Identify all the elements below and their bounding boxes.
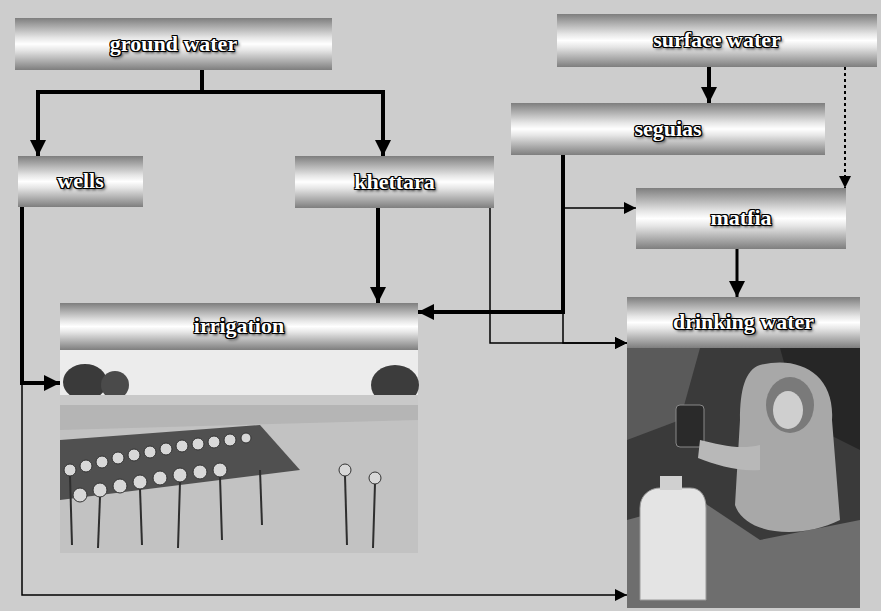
process-box: seguias bbox=[511, 103, 825, 155]
flow-arrow bbox=[707, 67, 711, 103]
label-band: irrigation bbox=[60, 303, 418, 350]
drinking-water-photo bbox=[627, 348, 860, 608]
node-label: irrigation bbox=[194, 314, 284, 338]
node-label: surface water bbox=[653, 28, 781, 52]
node-label: wells bbox=[57, 169, 103, 193]
node-label: seguias bbox=[634, 117, 701, 141]
flow-arrow bbox=[376, 208, 380, 303]
flow-arrow bbox=[38, 70, 202, 156]
label-band: wells bbox=[18, 156, 143, 207]
label-band: ground water bbox=[15, 18, 332, 70]
label-band: seguias bbox=[511, 103, 825, 155]
node-label: ground water bbox=[110, 32, 237, 56]
node-label: khettara bbox=[354, 170, 435, 194]
label-band: khettara bbox=[295, 156, 494, 208]
picture-box: drinking water bbox=[627, 297, 860, 608]
node-label: matfia bbox=[710, 206, 771, 230]
process-box: ground water bbox=[15, 18, 332, 70]
flow-arrow bbox=[736, 249, 739, 297]
flow-arrow bbox=[22, 207, 60, 383]
label-band: surface water bbox=[557, 14, 877, 67]
flow-arrow bbox=[844, 67, 846, 188]
node-label: drinking water bbox=[673, 310, 814, 334]
process-box: wells bbox=[18, 156, 143, 207]
process-box: surface water bbox=[557, 14, 877, 67]
irrigation-photo bbox=[60, 350, 419, 553]
flow-arrow bbox=[563, 155, 636, 208]
flow-arrow bbox=[490, 208, 627, 343]
process-box: matfia bbox=[636, 188, 846, 249]
process-box: khettara bbox=[295, 156, 494, 208]
flow-arrow bbox=[202, 70, 383, 156]
flow-arrow bbox=[563, 155, 627, 343]
label-band: drinking water bbox=[627, 297, 860, 348]
flow-arrow bbox=[22, 207, 627, 595]
picture-box: irrigation bbox=[60, 303, 418, 553]
label-band: matfia bbox=[636, 188, 846, 249]
